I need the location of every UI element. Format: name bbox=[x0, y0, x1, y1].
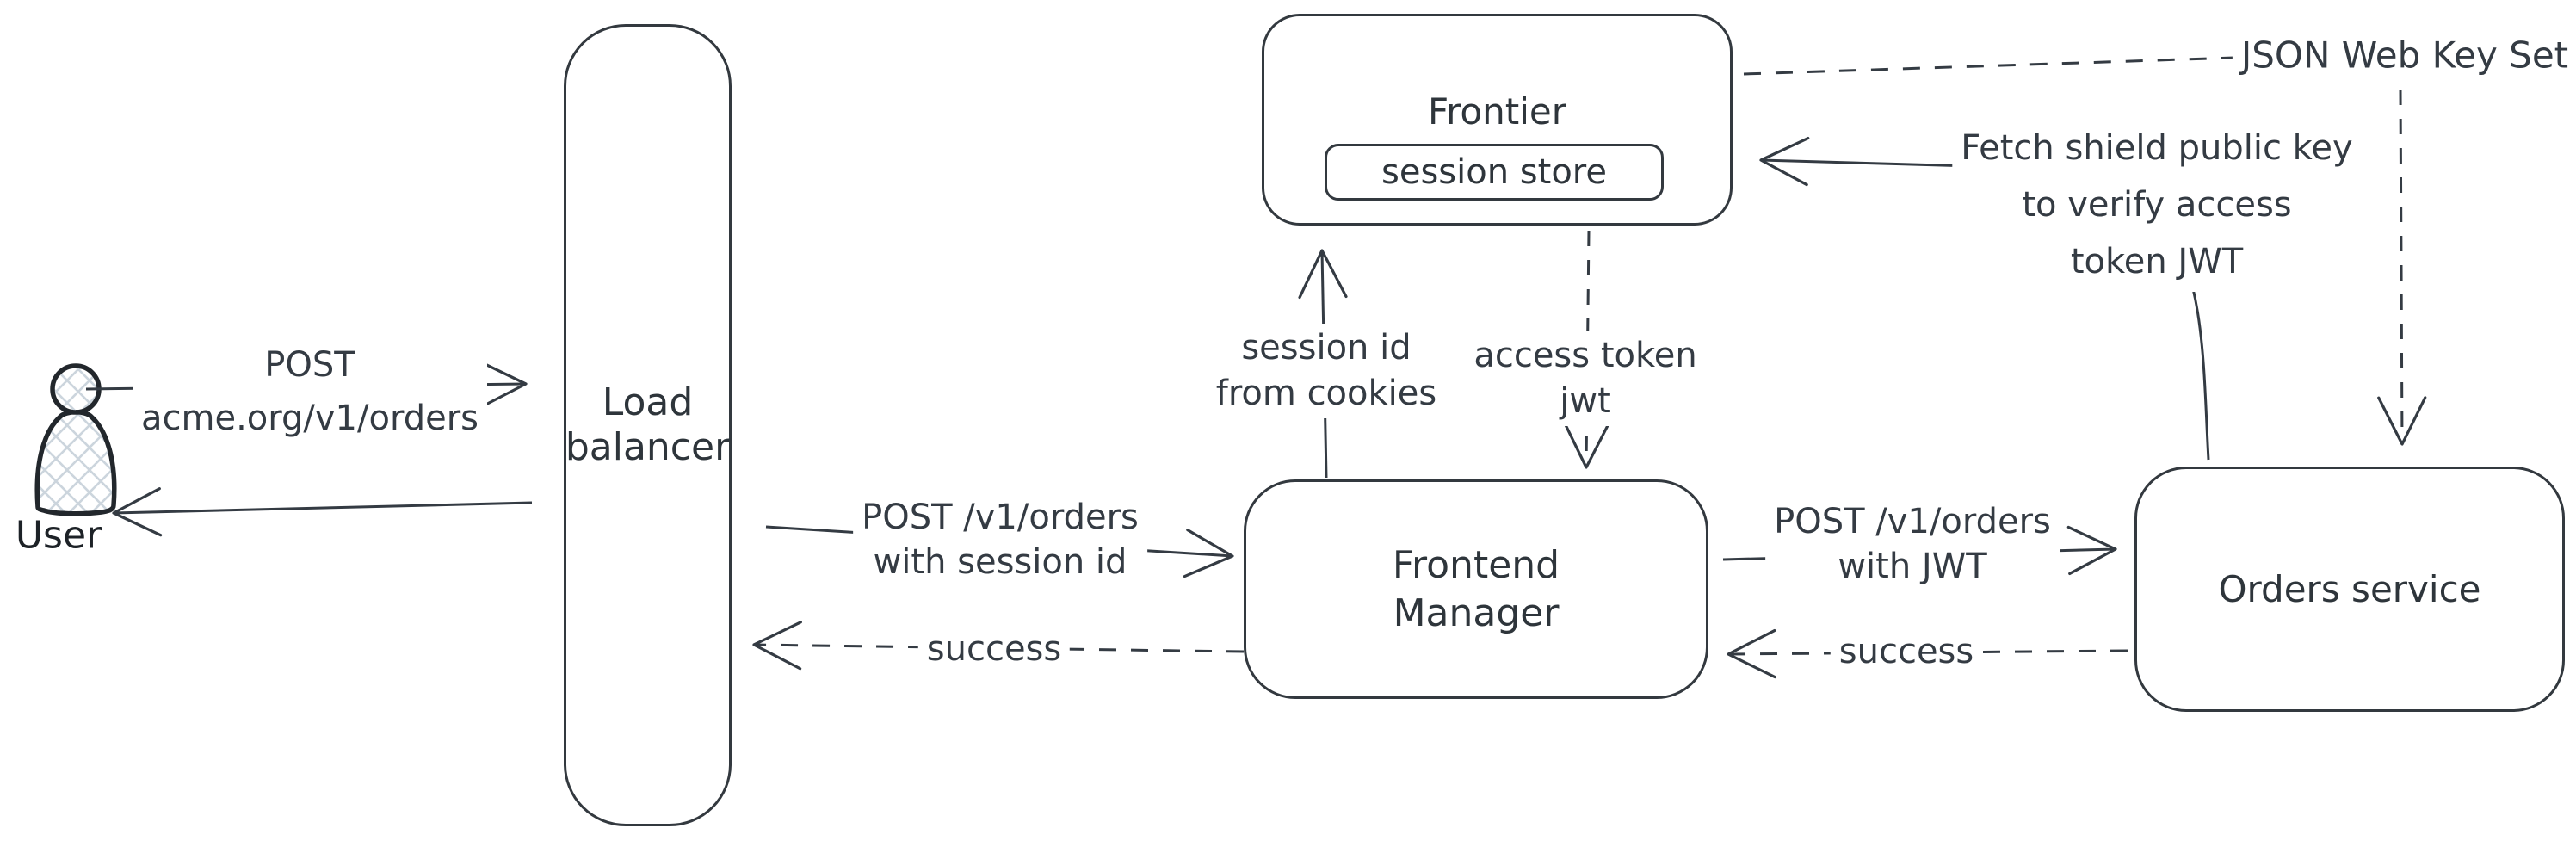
edge-label-json-web-key-set[interactable]: JSON Web Key Set bbox=[2232, 32, 2576, 78]
jwks-vertical-segment bbox=[2377, 89, 2427, 446]
arrow-frontier-to-orders-service[interactable] bbox=[1743, 56, 2427, 446]
node-load-balancer[interactable]: Load balancer bbox=[564, 24, 732, 826]
edge-label-line: POST /v1/orders bbox=[862, 498, 1139, 537]
edge-label-fetch-shield-public-key[interactable]: Fetch shield public key to verify access… bbox=[1952, 118, 2362, 292]
edge-label-line: token JWT bbox=[2070, 242, 2244, 281]
frontier-label: Frontier bbox=[1427, 90, 1566, 133]
edge-label-line: to verify access bbox=[2022, 185, 2292, 225]
edge-label-line: POST /v1/orders bbox=[1774, 502, 2051, 541]
edge-label-access-token-jwt[interactable]: access token jwt bbox=[1465, 331, 1706, 426]
node-frontend-manager[interactable]: Frontend Manager bbox=[1244, 479, 1708, 699]
orders-service-label: Orders service bbox=[2218, 568, 2481, 610]
edge-label-line: access token bbox=[1473, 336, 1697, 375]
node-orders-service[interactable]: Orders service bbox=[2134, 467, 2565, 712]
frontend-manager-label-line2: Manager bbox=[1393, 590, 1560, 635]
edge-label-post-jwt[interactable]: POST /v1/orders with JWT bbox=[1765, 498, 2060, 590]
edge-label-line: Fetch shield public key bbox=[1961, 128, 2353, 168]
node-frontier[interactable]: Frontier session store bbox=[1262, 14, 1733, 226]
edge-label-session-id-from-cookies[interactable]: session id from cookies bbox=[1207, 324, 1446, 418]
node-session-store[interactable]: session store bbox=[1325, 144, 1664, 201]
jwks-horizontal-segment bbox=[1743, 56, 2235, 76]
edge-label-success-left[interactable]: success bbox=[917, 628, 1071, 671]
edge-label-line: acme.org/v1/orders bbox=[141, 399, 479, 438]
edge-label-line: from cookies bbox=[1215, 374, 1437, 413]
edge-label-success-right[interactable]: success bbox=[1830, 630, 1983, 673]
arrow-load-balancer-to-user[interactable] bbox=[112, 487, 533, 537]
load-balancer-label-line2: balancer bbox=[565, 425, 731, 469]
edge-label-post-acme[interactable]: POST acme.org/v1/orders bbox=[133, 337, 487, 447]
edge-label-line: POST bbox=[264, 345, 355, 385]
edge-label-line: with session id bbox=[873, 542, 1127, 582]
edge-label-line: session id bbox=[1241, 328, 1412, 368]
edge-label-post-session-id[interactable]: POST /v1/orders with session id bbox=[853, 493, 1147, 586]
edge-label-line: jwt bbox=[1560, 381, 1611, 421]
edge-label-line: with JWT bbox=[1838, 547, 1987, 586]
frontend-manager-label-line1: Frontend bbox=[1392, 542, 1560, 587]
load-balancer-label-line1: Load bbox=[602, 380, 694, 424]
session-store-label: session store bbox=[1381, 152, 1607, 192]
user-label: User bbox=[15, 513, 102, 558]
user-body bbox=[34, 410, 117, 516]
